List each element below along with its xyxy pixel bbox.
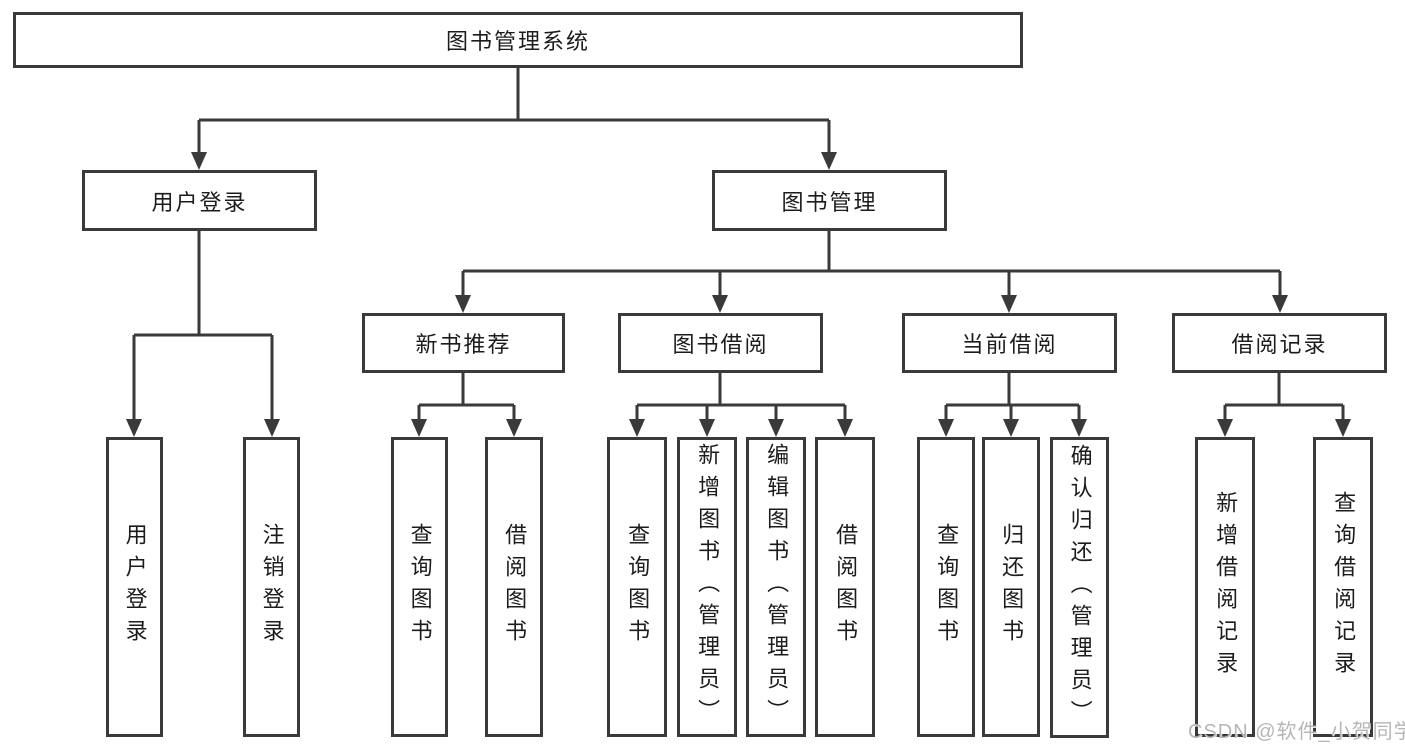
node-label: 归还图书: [999, 523, 1025, 651]
node-confirm-return-admin-leaf: 确认归还（管理员）: [1050, 437, 1109, 738]
node-user-login-leaf: 用户登录: [106, 437, 163, 737]
csdn-watermark: CSDN @软件_小贺同学: [1188, 721, 1405, 743]
node-label: 借阅图书: [833, 523, 859, 651]
node-add-book-admin-leaf: 新增图书（管理员）: [677, 437, 737, 737]
node-root-system: 图书管理系统: [13, 12, 1023, 68]
node-current-borrow: 当前借阅: [902, 313, 1117, 373]
node-book-management-branch: 图书管理: [712, 170, 947, 231]
node-return-book-leaf: 归还图书: [982, 437, 1040, 737]
node-label: 注销登录: [259, 523, 285, 651]
node-label: 查询借阅记录: [1331, 491, 1357, 683]
node-label: 确认归还（管理员）: [1067, 443, 1093, 732]
node-borrow-book-leaf: 借阅图书: [815, 437, 875, 737]
node-borrow-records: 借阅记录: [1172, 313, 1387, 373]
node-query-book-leaf: 查询图书: [391, 437, 448, 737]
node-edit-book-admin-leaf: 编辑图书（管理员）: [746, 437, 806, 737]
node-label: 新增借阅记录: [1213, 491, 1239, 683]
node-borrow-book-leaf: 借阅图书: [485, 437, 543, 737]
node-label: 新增图书（管理员）: [695, 443, 721, 731]
node-label: 查询图书: [934, 523, 960, 651]
node-query-borrow-record-leaf: 查询借阅记录: [1313, 437, 1373, 737]
node-label: 编辑图书（管理员）: [764, 443, 790, 731]
node-add-borrow-record-leaf: 新增借阅记录: [1195, 437, 1255, 737]
node-new-book-recommend: 新书推荐: [362, 313, 565, 373]
node-label: 借阅图书: [502, 523, 528, 651]
node-query-book-leaf: 查询图书: [917, 437, 975, 737]
node-label: 用户登录: [122, 523, 148, 651]
node-book-borrow: 图书借阅: [618, 313, 823, 373]
node-label: 查询图书: [407, 523, 433, 651]
node-label: 查询图书: [625, 523, 651, 651]
node-user-login-branch: 用户登录: [82, 170, 317, 231]
node-logout-leaf: 注销登录: [243, 437, 300, 737]
node-query-book-leaf: 查询图书: [607, 437, 667, 737]
